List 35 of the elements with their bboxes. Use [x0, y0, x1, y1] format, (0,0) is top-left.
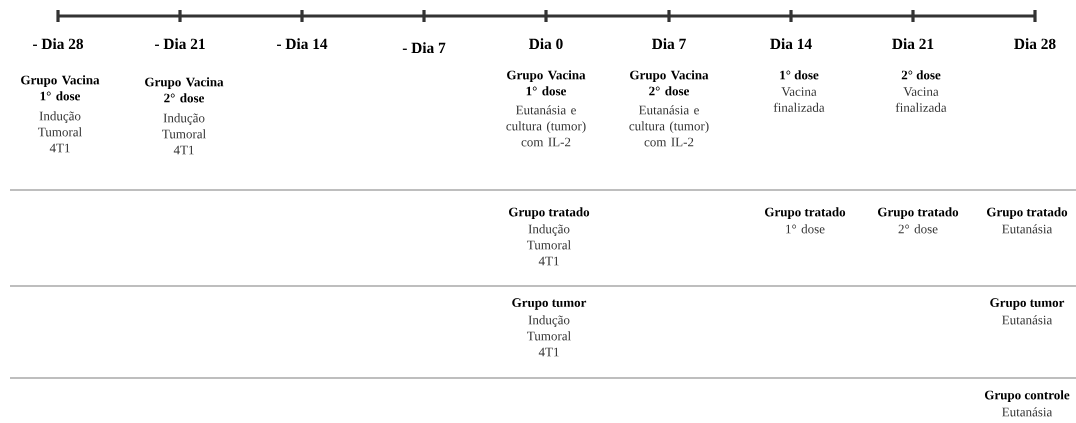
group-label: Grupo tratado [987, 207, 1068, 220]
event-text: 1° dose [786, 224, 825, 234]
day-label: Dia 14 [770, 38, 812, 50]
group-label: Grupo tumor [990, 298, 1065, 310]
day-label: - Dia 21 [155, 38, 205, 50]
group-label: Grupo Vacina 1° dose [21, 75, 100, 101]
event-text: Eutanásia [1002, 224, 1053, 234]
day-label: - Dia 14 [277, 38, 328, 50]
group-label: Grupo Vacina 2° dose [145, 77, 224, 103]
group-label: 1° dose [780, 70, 819, 80]
group-label: Grupo tratado [878, 207, 959, 220]
group-label: Grupo tratado [765, 207, 846, 220]
day-label: Dia 21 [892, 38, 934, 50]
day-label: Dia 7 [652, 38, 686, 50]
day-label: Dia 28 [1014, 38, 1056, 50]
group-label: Grupo controle [984, 390, 1070, 403]
day-label: - Dia 28 [33, 38, 84, 50]
group-label: 2° dose [901, 70, 941, 80]
event-text: Indução Tumoral 4T1 [527, 315, 571, 357]
event-text: Eutanásia [1002, 407, 1053, 417]
event-text: Eutanásia [1002, 315, 1053, 325]
event-text: Indução Tumoral 4T1 [527, 224, 571, 266]
event-text: Vacina finalizada [773, 87, 825, 112]
group-label: Grupo Vacina 1° dose [507, 70, 586, 96]
group-label: Grupo tumor [512, 298, 587, 310]
event-text: 2° dose [898, 224, 938, 234]
day-label: Dia 0 [529, 38, 563, 50]
group-label: Grupo tratado [509, 207, 590, 220]
event-text: Eutanásia e cultura (tumor) com IL-2 [629, 105, 709, 147]
event-text: Eutanásia e cultura (tumor) com IL-2 [506, 105, 586, 147]
event-text: Indução Tumoral 4T1 [162, 113, 206, 155]
event-text: Indução Tumoral 4T1 [38, 111, 82, 153]
day-label: - Dia 7 [402, 42, 446, 54]
group-label: Grupo Vacina 2° dose [630, 70, 709, 96]
event-text: Vacina finalizada [895, 87, 947, 112]
